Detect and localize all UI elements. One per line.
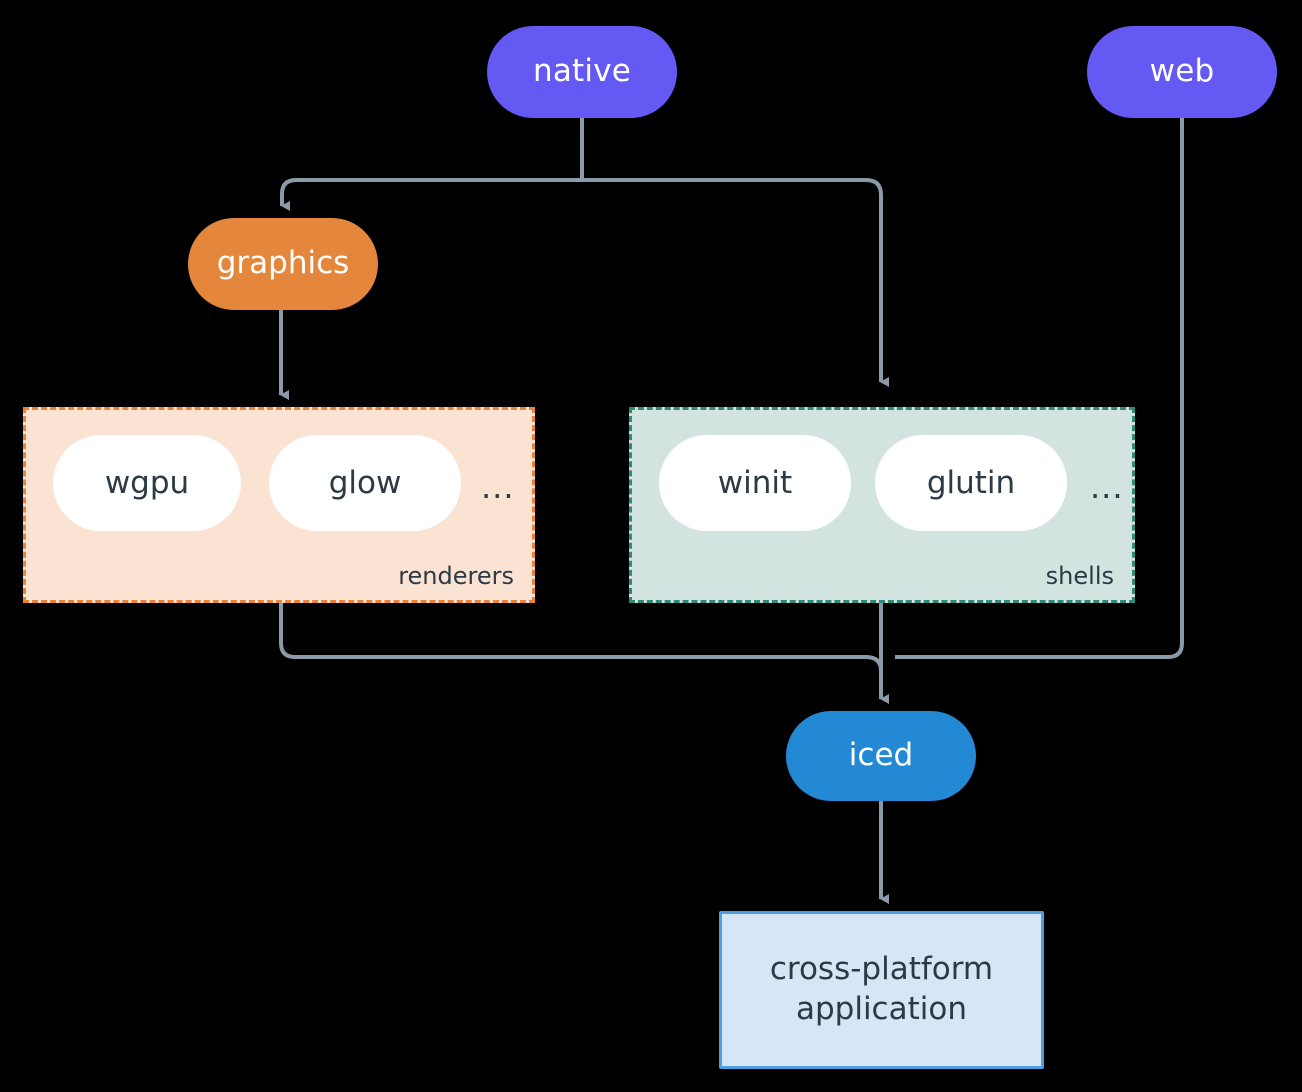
leaf-winit[interactable]: winit [659, 435, 851, 531]
leaf-glow[interactable]: glow [269, 435, 461, 531]
edge-renderers-to-iced [279, 603, 889, 704]
edge-native-to-graphics [280, 178, 582, 211]
edge-native-to-shells [582, 178, 889, 387]
leaf-glutin[interactable]: glutin [875, 435, 1067, 531]
node-iced[interactable]: iced [786, 711, 976, 801]
node-web[interactable]: web [1087, 26, 1277, 118]
node-cross-platform-application[interactable]: cross-platform application [719, 911, 1044, 1069]
shells-ellipsis: ... [1090, 468, 1124, 506]
group-renderers: wgpu glow ... renderers [23, 407, 535, 603]
node-native[interactable]: native [487, 26, 677, 118]
group-shells: winit glutin ... shells [629, 407, 1135, 603]
node-graphics[interactable]: graphics [188, 218, 378, 310]
renderers-ellipsis: ... [481, 468, 515, 506]
group-renderers-label: renderers [398, 562, 514, 590]
group-shells-label: shells [1045, 562, 1114, 590]
leaf-wgpu[interactable]: wgpu [53, 435, 241, 531]
